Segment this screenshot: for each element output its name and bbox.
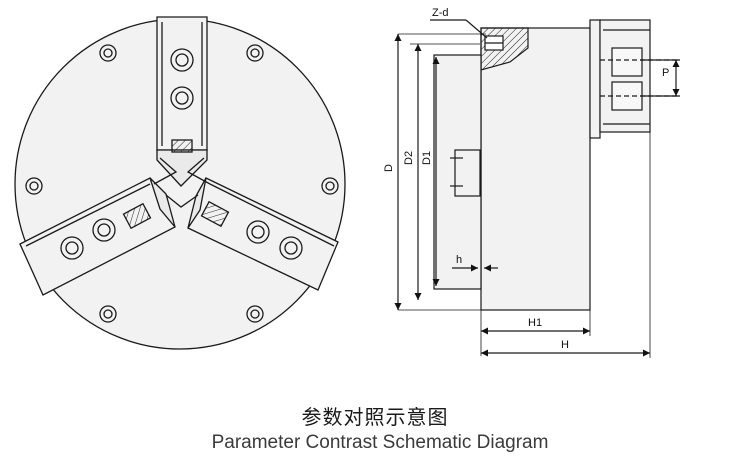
bolt-group bbox=[25, 44, 339, 323]
label-d2: D2 bbox=[403, 151, 415, 165]
label-h-total: H bbox=[561, 339, 569, 351]
jaw-bolt-icon bbox=[170, 48, 194, 72]
label-h-small: h bbox=[456, 254, 462, 266]
label-h1: H1 bbox=[528, 317, 542, 329]
body-bolt-icon bbox=[99, 305, 117, 323]
front-view bbox=[14, 16, 346, 350]
body-bolt-icon bbox=[99, 44, 117, 62]
jaw-bolt-icon bbox=[246, 220, 270, 244]
top-jaw bbox=[156, 16, 208, 187]
center-slots bbox=[153, 157, 211, 208]
rear-flange bbox=[589, 19, 601, 139]
caption-english: Parameter Contrast Schematic Diagram bbox=[211, 432, 549, 453]
body-bolt-icon bbox=[246, 305, 264, 323]
label-p: P bbox=[662, 67, 669, 79]
jaw-bolt-icon bbox=[279, 236, 303, 260]
label-z-d: Z-d bbox=[432, 7, 449, 19]
caption-chinese: 参数对照示意图 bbox=[301, 405, 449, 429]
chuck-body-side bbox=[480, 27, 591, 311]
side-view bbox=[394, 19, 680, 358]
jaw-bolt-icon bbox=[60, 236, 84, 260]
jaw-bolt-icon bbox=[170, 86, 194, 110]
jaw-bolt-icon bbox=[92, 218, 116, 242]
body-bolt-icon bbox=[321, 177, 339, 195]
body-bolt-icon bbox=[25, 177, 43, 195]
label-d: D bbox=[383, 164, 395, 172]
label-d1: D1 bbox=[421, 151, 433, 165]
body-bolt-icon bbox=[246, 44, 264, 62]
